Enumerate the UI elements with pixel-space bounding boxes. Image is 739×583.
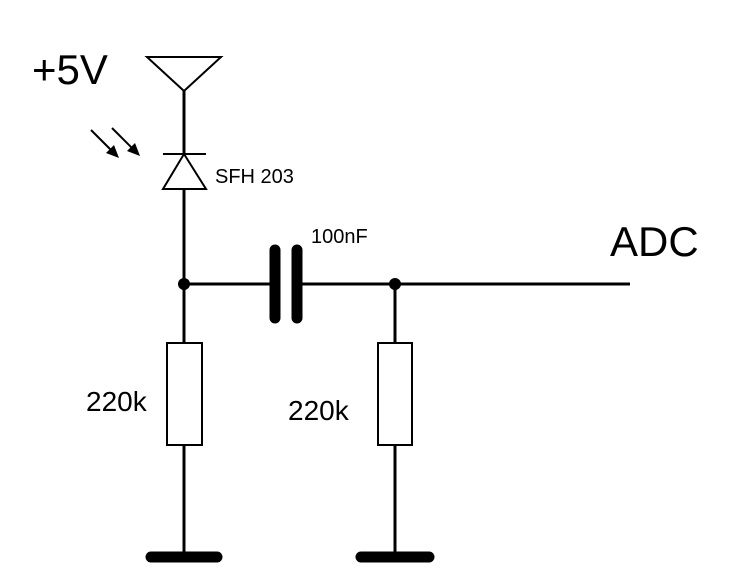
resistor-right-body <box>377 342 413 446</box>
resistor-left-body <box>166 342 203 446</box>
output-label: ADC <box>610 218 699 265</box>
supply-label: +5V <box>32 46 108 93</box>
capacitor-label: 100nF <box>311 226 368 248</box>
photodiode-triangle <box>161 152 208 190</box>
photodiode-symbol <box>161 152 208 190</box>
light-arrows-icon <box>90 127 140 158</box>
resistor-left-label: 220k <box>86 386 148 417</box>
capacitor-symbol <box>269 244 303 324</box>
resistor-right-label: 220k <box>288 395 350 426</box>
supply-symbol <box>144 56 224 93</box>
photodiode-label: SFH 203 <box>215 166 294 188</box>
